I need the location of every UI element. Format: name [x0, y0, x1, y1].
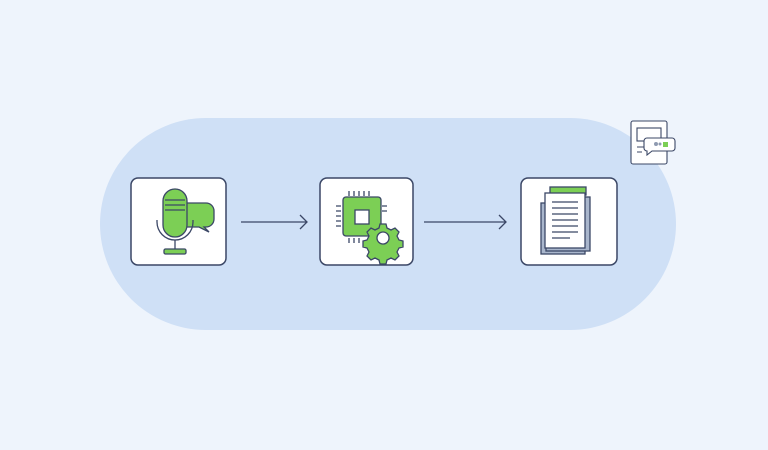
arrow-right-icon [241, 214, 308, 230]
document-chat-icon [630, 120, 676, 165]
step-card-speech [130, 177, 227, 266]
processor-chip-gear-icon [336, 191, 404, 265]
microphone-speech-bubble-icon [156, 188, 215, 255]
step-card-document [520, 177, 618, 266]
document-stack-icon [540, 186, 591, 255]
arrow-right-icon [424, 214, 507, 230]
step-card-processing [319, 177, 414, 266]
